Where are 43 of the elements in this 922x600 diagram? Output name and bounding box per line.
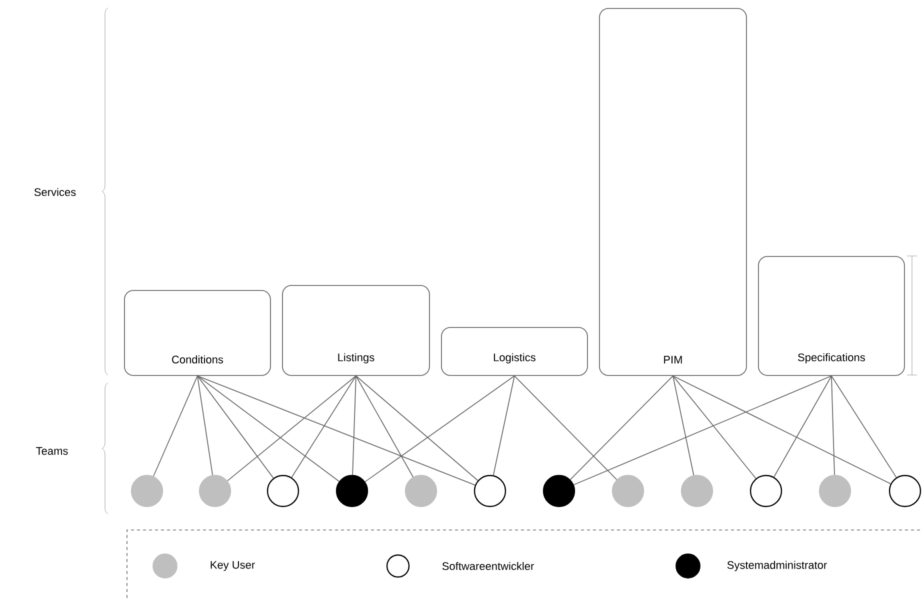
side-label: Services bbox=[34, 188, 76, 196]
connector-line bbox=[356, 375, 478, 481]
connector-line bbox=[352, 375, 356, 476]
connector-line bbox=[774, 375, 832, 478]
connector-line bbox=[153, 375, 198, 477]
service-box: Conditions bbox=[124, 290, 271, 376]
connector-line bbox=[672, 375, 756, 479]
connector-line bbox=[492, 375, 515, 476]
connector-line bbox=[197, 375, 214, 476]
service-box: PIM bbox=[599, 8, 747, 376]
connector-line bbox=[197, 375, 340, 482]
team-member-circle bbox=[266, 474, 300, 508]
legend-label: Softwareentwickler bbox=[442, 562, 534, 570]
team-member-circle bbox=[198, 474, 232, 508]
legend-label: Key User bbox=[210, 561, 255, 571]
legend-label: Systemadministrator bbox=[727, 560, 827, 572]
connector-line bbox=[356, 375, 414, 478]
team-member-circle bbox=[130, 474, 164, 508]
connector-line bbox=[831, 375, 897, 478]
team-member-circle bbox=[404, 474, 438, 508]
connector-line bbox=[831, 375, 835, 476]
team-member-circle bbox=[336, 474, 368, 508]
connector-line bbox=[197, 375, 274, 479]
connector-line bbox=[291, 375, 356, 478]
connector-line bbox=[573, 375, 832, 486]
connector-line bbox=[227, 375, 356, 482]
team-member-circle bbox=[680, 474, 714, 508]
team-member-circle bbox=[542, 474, 576, 508]
team-member-circle bbox=[612, 474, 644, 508]
connector-line bbox=[364, 375, 515, 482]
service-box: Logistics bbox=[441, 327, 588, 376]
side-label: Teams bbox=[36, 447, 68, 455]
connector-line bbox=[514, 375, 618, 480]
team-member-circle bbox=[888, 474, 922, 508]
team-member-circle bbox=[474, 474, 506, 508]
connector-line bbox=[570, 375, 674, 480]
connector-line bbox=[672, 375, 892, 484]
team-member-circle bbox=[750, 474, 782, 508]
service-box: Specifications bbox=[758, 256, 905, 376]
connector-line bbox=[672, 375, 694, 476]
service-box: Listings bbox=[282, 285, 430, 376]
team-member-circle bbox=[818, 474, 852, 508]
connector-line bbox=[197, 375, 476, 486]
